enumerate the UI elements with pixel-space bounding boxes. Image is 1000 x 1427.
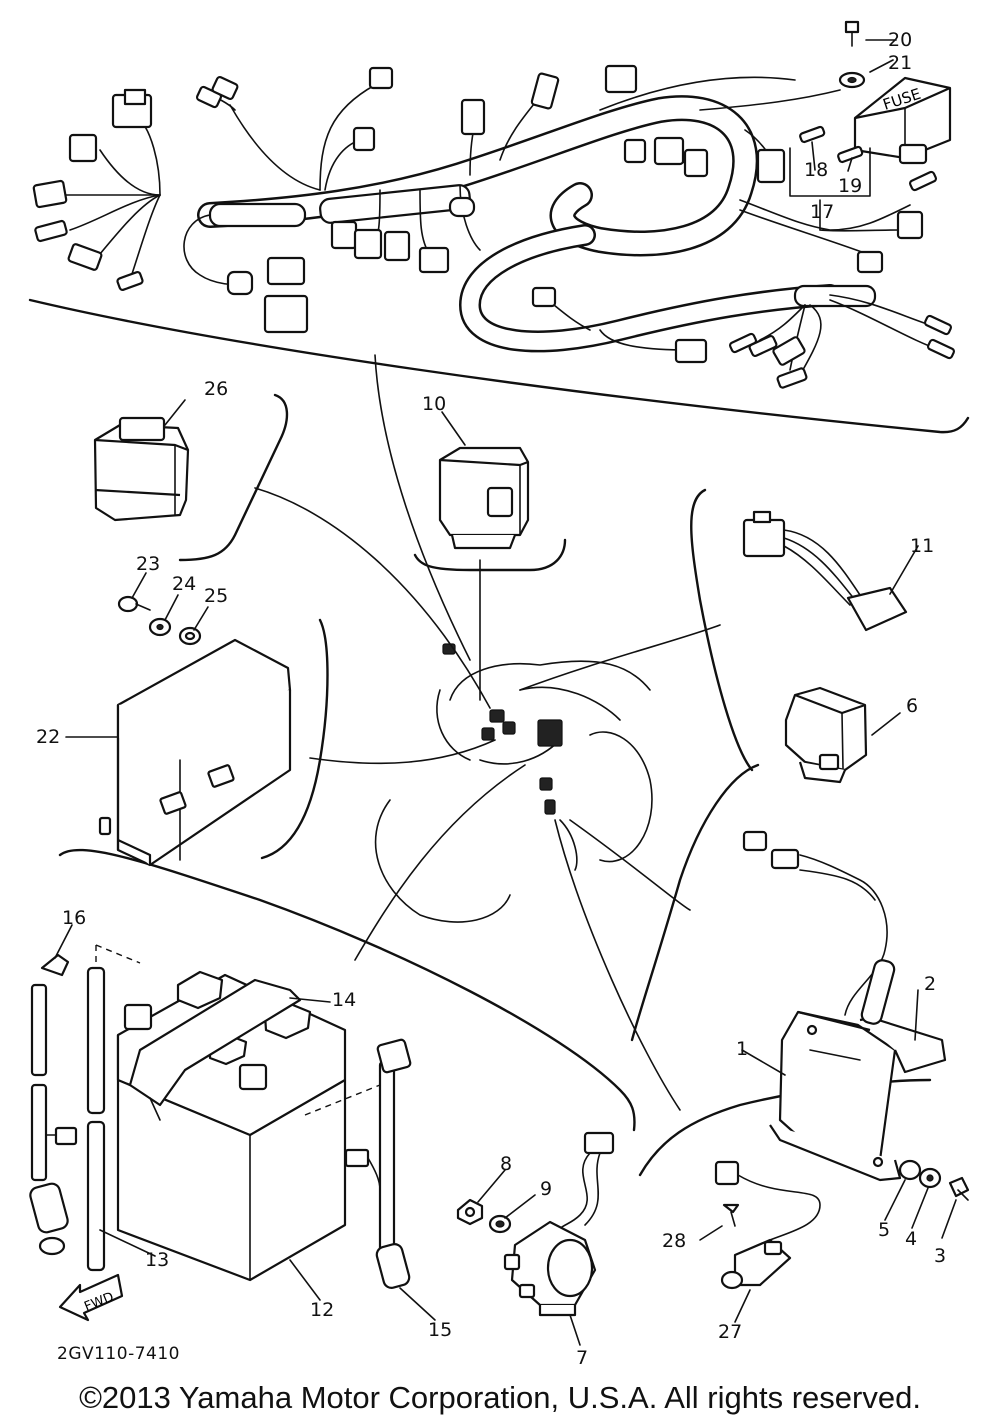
callout-7: 7 [576, 1347, 588, 1369]
callout-6: 6 [906, 695, 918, 717]
part-6-relay [784, 686, 868, 784]
callout-19: 19 [838, 175, 862, 197]
part-11-sub-harness [742, 510, 908, 632]
part-22-cdi-unit [98, 638, 292, 867]
callout-3: 3 [934, 1245, 946, 1267]
callout-15: 15 [428, 1319, 452, 1341]
callout-2: 2 [924, 973, 936, 995]
callout-10: 10 [422, 393, 446, 415]
callout-25: 25 [204, 585, 228, 607]
part-15-lead [304, 1038, 412, 1289]
fuse-box: FUSE [789, 20, 952, 197]
callout-17: 17 [810, 201, 834, 223]
callout-16: 16 [62, 907, 86, 929]
part-10-relay [438, 446, 530, 550]
part-7-starter-relay [503, 1131, 615, 1317]
part-12-battery [116, 970, 347, 1282]
callout-24: 24 [172, 573, 196, 595]
callout-26: 26 [204, 378, 228, 400]
callout-5: 5 [878, 1219, 890, 1241]
leader-lines [254, 354, 721, 1111]
fasteners-23-25 [117, 595, 202, 646]
fwd-arrow-icon: FWD [58, 1273, 124, 1322]
part-26-relay [93, 416, 190, 522]
callout-leaders [54, 39, 957, 1346]
callout-28: 28 [662, 1230, 686, 1252]
callout-21: 21 [888, 52, 912, 74]
motorcycle-outline [374, 643, 653, 923]
callout-20: 20 [888, 29, 912, 51]
callout-11: 11 [910, 535, 934, 557]
callout-23: 23 [136, 553, 160, 575]
callout-8: 8 [500, 1153, 512, 1175]
part-16-lead [29, 953, 78, 1256]
part-1-regulator [742, 830, 947, 1182]
callout-9: 9 [540, 1178, 552, 1200]
copyright-notice: ©2013 Yamaha Motor Corporation, U.S.A. A… [79, 1380, 921, 1415]
callout-14: 14 [332, 989, 356, 1011]
callout-18: 18 [804, 159, 828, 181]
callout-22: 22 [36, 726, 60, 748]
callout-numbers: 1 2 3 4 5 6 7 8 9 10 11 12 13 14 15 16 1… [36, 29, 946, 1369]
callout-12: 12 [310, 1299, 334, 1321]
callout-1: 1 [736, 1038, 748, 1060]
wire-harness: FUSE [28, 20, 970, 434]
fasteners-3-5 [898, 1159, 970, 1201]
part-13-tube [86, 944, 141, 1272]
callout-27: 27 [718, 1321, 742, 1343]
fasteners-8-9 [456, 1198, 512, 1234]
callout-13: 13 [145, 1249, 169, 1271]
drawing-code: 2GV110-7410 [57, 1344, 180, 1364]
callout-4: 4 [905, 1228, 917, 1250]
region-outlines [58, 393, 932, 1177]
part-27-sensor [714, 1160, 821, 1290]
